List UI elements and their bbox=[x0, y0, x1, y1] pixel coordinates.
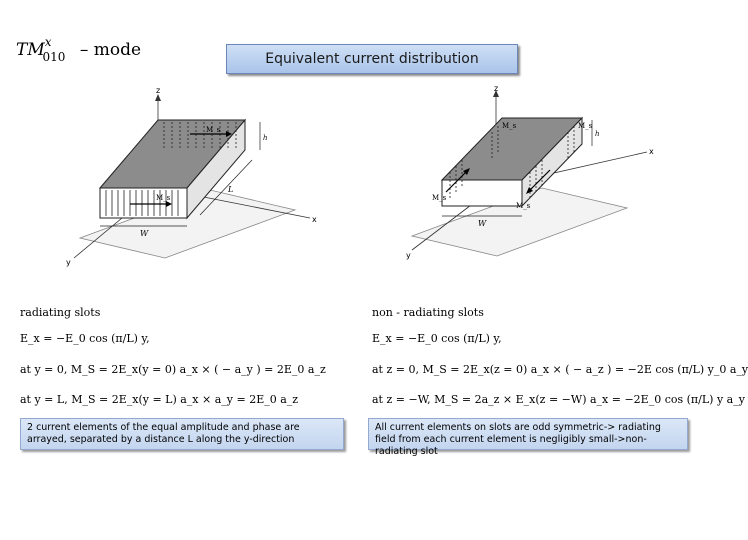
left-eq2: at y = 0, M_S = 2E_x(y = 0) a_x × ( − a_… bbox=[20, 363, 326, 376]
ms-label-right-1: M_s bbox=[432, 194, 447, 202]
dim-W-label-right: W bbox=[478, 219, 487, 228]
axis-x-label-right: x bbox=[649, 147, 654, 156]
dim-h-label: h bbox=[263, 134, 268, 142]
right-heading: non - radiating slots bbox=[372, 306, 484, 319]
axis-z-label-right: z bbox=[494, 84, 498, 93]
left-eq1: E_x = −E_0 cos (π/L) y, bbox=[20, 332, 150, 345]
ms-label-front: M_s bbox=[156, 194, 171, 202]
mode-label: TMx010 – mode bbox=[16, 35, 142, 64]
axis-z-label: z bbox=[156, 86, 160, 95]
dim-h-label-right: h bbox=[595, 130, 600, 138]
dim-L-label: L bbox=[227, 185, 233, 194]
page-title: Equivalent current distribution bbox=[226, 44, 518, 74]
axis-y-label: y bbox=[66, 258, 71, 267]
left-note: 2 current elements of the equal amplitud… bbox=[20, 418, 344, 450]
ms-label-right-4: M_s bbox=[578, 122, 593, 130]
mode-superscript: x bbox=[44, 35, 52, 49]
right-note: All current elements on slots are odd sy… bbox=[368, 418, 688, 457]
ms-label-back: M_s bbox=[206, 126, 221, 134]
mode-suffix: – mode bbox=[79, 40, 142, 60]
radiating-slots-figure: z y x M_s M_s h L W bbox=[66, 86, 317, 267]
right-eq1: E_x = −E_0 cos (π/L) y, bbox=[372, 332, 502, 345]
mode-subscript: 010 bbox=[42, 50, 66, 64]
axis-y-label-right: y bbox=[406, 251, 411, 260]
left-eq3: at y = L, M_S = 2E_x(y = L) a_x × a_y = … bbox=[20, 393, 299, 406]
dim-W-label: W bbox=[140, 229, 149, 238]
right-eq2: at z = 0, M_S = 2E_x(z = 0) a_x × ( − a_… bbox=[372, 363, 748, 376]
mode-symbol: TM bbox=[16, 40, 45, 60]
non-radiating-slots-figure: z y x M_s M_s M_s M_s h W bbox=[406, 84, 654, 260]
axis-x-label: x bbox=[312, 215, 317, 224]
left-heading: radiating slots bbox=[20, 306, 101, 319]
right-eq3: at z = −W, M_S = 2a_z × E_x(z = −W) a_x … bbox=[372, 393, 745, 406]
ms-label-right-3: M_s bbox=[502, 122, 517, 130]
ms-label-right-2: M_s bbox=[516, 202, 531, 210]
